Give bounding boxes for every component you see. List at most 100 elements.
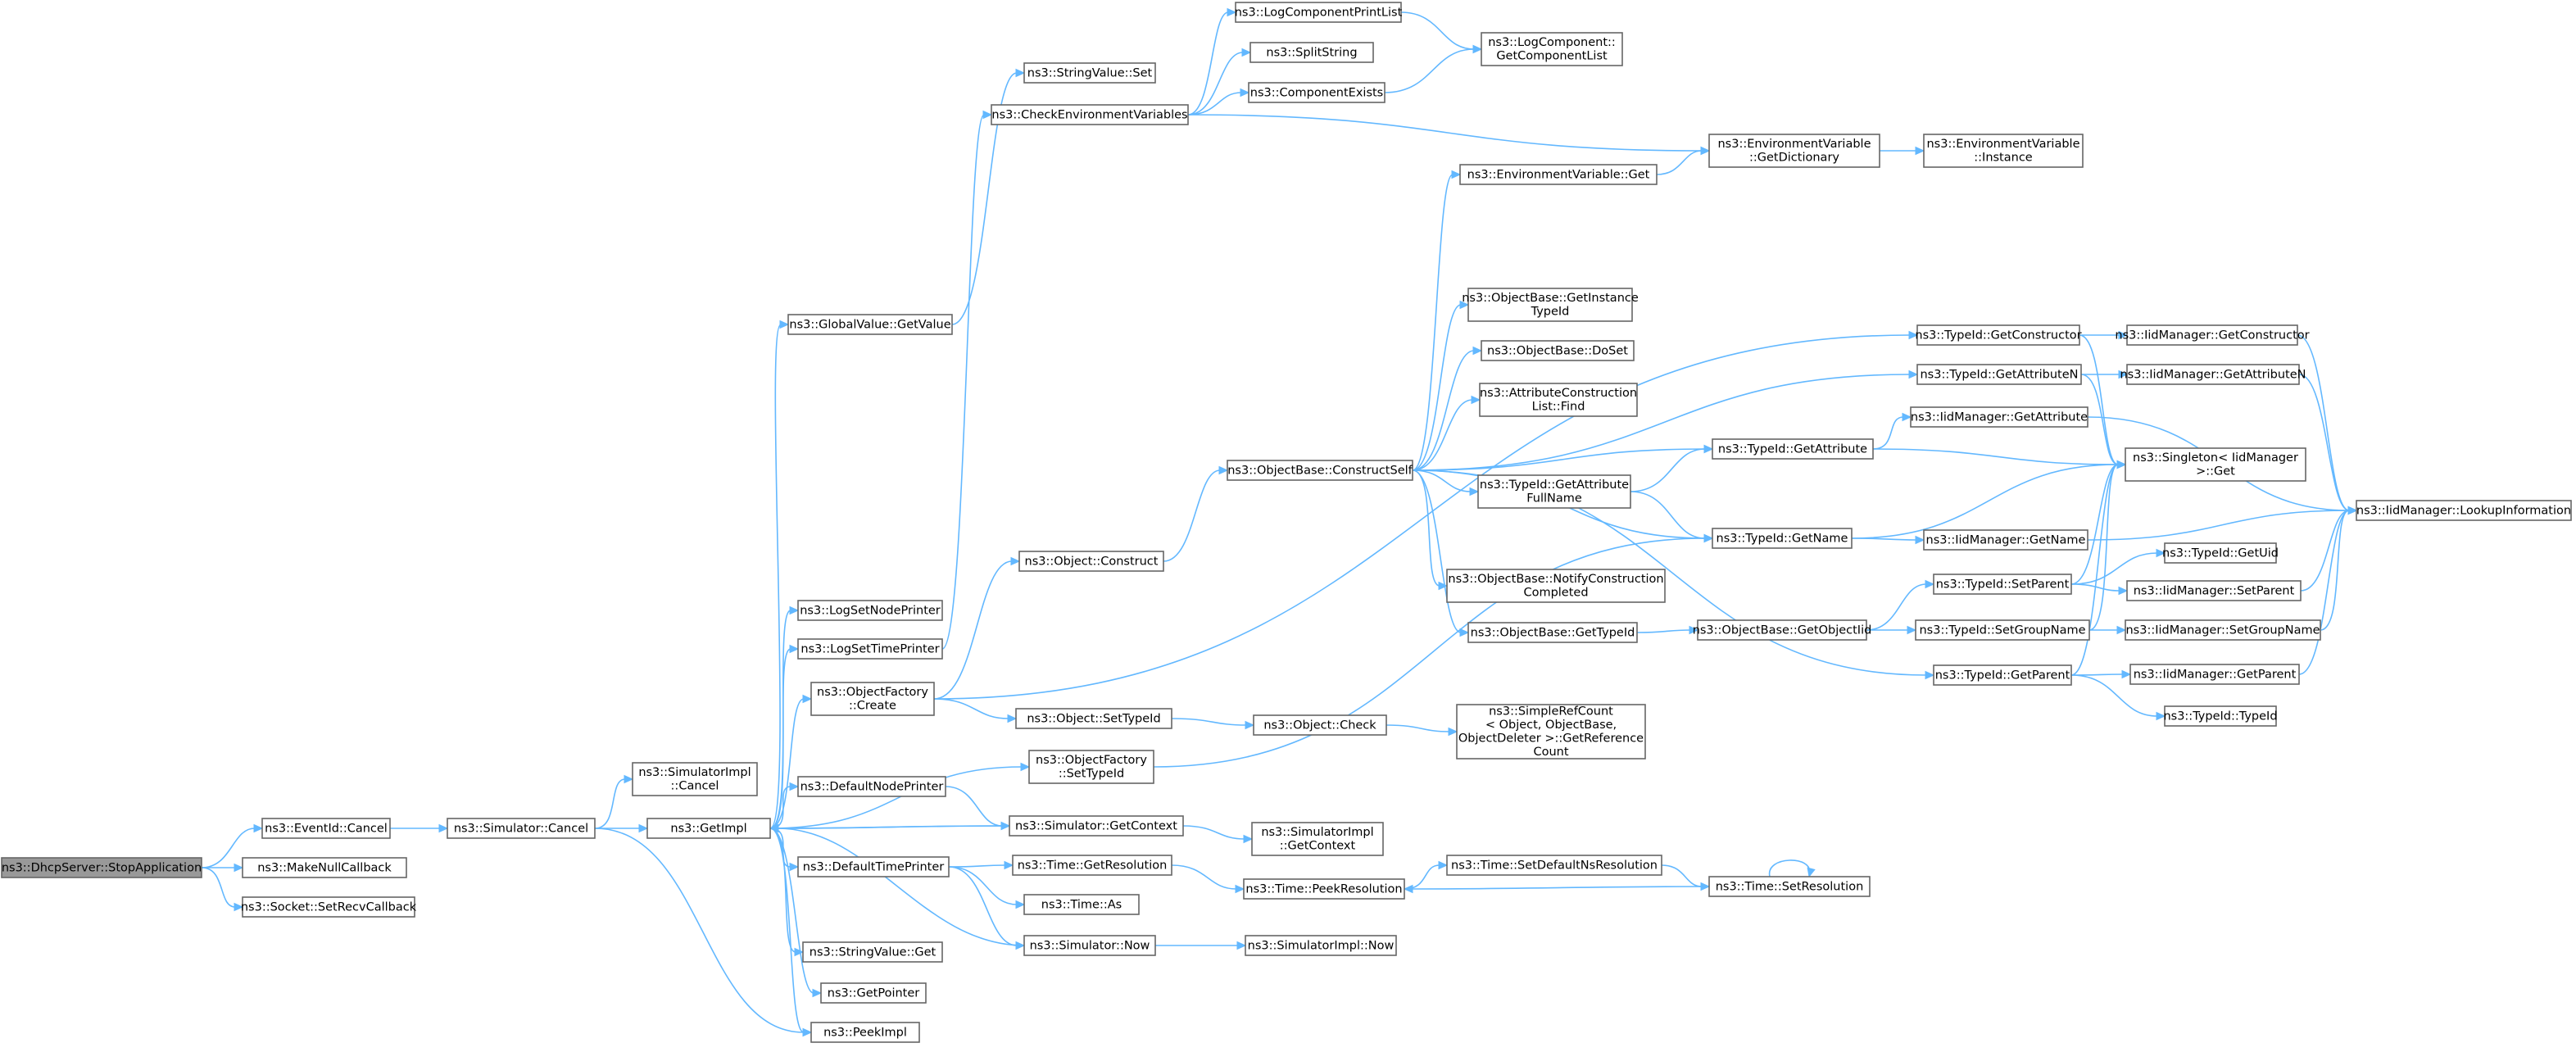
node-peekimpl[interactable]: ns3::PeekImpl — [810, 1022, 920, 1043]
node-time-setresolution[interactable]: ns3::Time::SetResolution — [1708, 876, 1871, 897]
node-stringvalue-get[interactable]: ns3::StringValue::Get — [802, 941, 943, 963]
edge-n0-to-n2-arrowhead — [234, 863, 244, 873]
node-typeid-getconstructor[interactable]: ns3::TypeId::GetConstructor — [1915, 324, 2082, 346]
node-objectbase-getobjectiid[interactable]: ns3::ObjectBase::GetObjectIid — [1693, 619, 1872, 641]
edge-n27-to-n33 — [1384, 44, 1483, 93]
node-defaulttimeprinter[interactable]: ns3::DefaultTimePrinter — [797, 856, 950, 877]
node-defaultnodeprinter[interactable]: ns3::DefaultNodePrinter — [797, 776, 946, 797]
edge-n53-to-n59 — [2070, 548, 2166, 585]
node-eventid-cancel-label-0: ns3::EventId::Cancel — [265, 822, 388, 835]
node-typeid-getattributen[interactable]: ns3::TypeId::GetAttributeN — [1916, 364, 2082, 385]
node-environmentvariable-getdictionary[interactable]: ns3::EnvironmentVariable::GetDictionary — [1708, 134, 1880, 168]
node-time-getresolution[interactable]: ns3::Time::GetResolution — [1012, 855, 1172, 876]
node-typeid-getname[interactable]: ns3::TypeId::GetName — [1712, 528, 1853, 549]
node-typeid-setgroupname[interactable]: ns3::TypeId::SetGroupName — [1915, 619, 2090, 641]
node-checkenvironmentvariables[interactable]: ns3::CheckEnvironmentVariables — [991, 104, 1189, 125]
edge-n38-to-n45 — [1630, 491, 1714, 543]
node-object-construct[interactable]: ns3::Object::Construct — [1018, 551, 1164, 572]
node-simulatorimpl-cancel-label-1: ::Cancel — [671, 780, 719, 793]
node-time-peekresolution[interactable]: ns3::Time::PeekResolution — [1243, 878, 1405, 900]
node-logcomponentprintlist-box — [1235, 2, 1402, 23]
node-objectbase-doset[interactable]: ns3::ObjectBase::DoSet — [1481, 340, 1635, 361]
edge-n6-to-n9 — [769, 605, 800, 829]
node-eventid-cancel-box — [261, 818, 391, 839]
edge-n17-to-n26-line — [1187, 52, 1244, 116]
node-getimpl[interactable]: ns3::GetImpl — [646, 818, 771, 839]
node-makenullcallback[interactable]: ns3::MakeNullCallback — [242, 857, 407, 878]
node-componentexists[interactable]: ns3::ComponentExists — [1248, 82, 1386, 103]
node-getpointer[interactable]: ns3::GetPointer — [820, 982, 927, 1004]
node-iidmanager-getconstructor[interactable]: ns3::IidManager::GetConstructor — [2115, 324, 2310, 346]
node-simulator-now[interactable]: ns3::Simulator::Now — [1023, 935, 1156, 956]
node-time-setdefaultnsresolution[interactable]: ns3::Time::SetDefaultNsResolution — [1446, 855, 1662, 876]
node-object-check[interactable]: ns3::Object::Check — [1253, 714, 1387, 736]
edge-n8-to-n16 — [951, 68, 1026, 325]
node-iidmanager-getparent-label-0: ns3::IidManager::GetParent — [2134, 668, 2297, 681]
node-simulatorimpl-now[interactable]: ns3::SimulatorImpl::Now — [1245, 935, 1397, 956]
node-simplerefcount-object-objectbase-objectdeleter-getreferencecount[interactable]: ns3::SimpleRefCount< Object, ObjectBase,… — [1456, 704, 1646, 760]
node-typeid-setparent[interactable]: ns3::TypeId::SetParent — [1933, 574, 2072, 595]
node-simulator-getcontext[interactable]: ns3::Simulator::GetContext — [1009, 815, 1184, 837]
node-logsettimeprinter[interactable]: ns3::LogSetTimePrinter — [797, 638, 943, 660]
node-iidmanager-setparent[interactable]: ns3::IidManager::SetParent — [2126, 580, 2302, 601]
node-iidmanager-lookupinformation[interactable]: ns3::IidManager::LookupInformation — [2356, 500, 2572, 521]
edge-n29-to-n41-line — [1386, 724, 1450, 732]
node-iidmanager-getconstructor-box — [2126, 324, 2298, 346]
node-environmentvariable-instance[interactable]: ns3::EnvironmentVariable::Instance — [1923, 134, 2084, 168]
node-typeid-getuid[interactable]: ns3::TypeId::GetUid — [2162, 542, 2279, 564]
node-objectbase-constructself[interactable]: ns3::ObjectBase::ConstructSelf — [1227, 460, 1413, 481]
node-socket-setrecvcallback[interactable]: ns3::Socket::SetRecvCallback — [241, 896, 417, 918]
node-iidmanager-getname[interactable]: ns3::IidManager::GetName — [1923, 529, 2088, 551]
node-dhcpserver-stopapplication[interactable]: ns3::DhcpServer::StopApplication — [1, 857, 202, 878]
node-singleton-iidmanager-get[interactable]: ns3::Singleton< IidManager >::Get — [2125, 447, 2306, 482]
node-objectbase-doset-box — [1481, 340, 1635, 361]
edge-n55-to-n58-line — [2070, 464, 2119, 676]
node-logsetnodeprinter-label-0: ns3::LogSetNodePrinter — [800, 604, 941, 617]
node-objectfactory-settypeid[interactable]: ns3::ObjectFactory::SetTypeId — [1028, 750, 1154, 784]
node-splitstring[interactable]: ns3::SplitString — [1249, 42, 1374, 63]
node-iidmanager-getattributen[interactable]: ns3::IidManager::GetAttributeN — [2120, 364, 2306, 385]
node-typeid-typeid[interactable]: ns3::TypeId::TypeId — [2163, 705, 2278, 727]
edge-n18-to-n28-arrowhead — [1218, 465, 1229, 475]
node-logcomponent-getcomponentlist[interactable]: ns3::LogComponent::GetComponentList — [1481, 32, 1623, 66]
node-globalvalue-getvalue[interactable]: ns3::GlobalValue::GetValue — [787, 314, 953, 335]
edge-n28-to-n40-line — [1412, 469, 1462, 633]
edge-n6-to-n12-arrowhead — [789, 782, 800, 791]
edge-n53-to-n59-line — [2070, 552, 2158, 585]
node-typeid-getparent-box — [1933, 664, 2072, 686]
node-typeid-getattribute[interactable]: ns3::TypeId::GetAttribute — [1712, 438, 1874, 460]
edge-n4-to-n7 — [594, 828, 813, 1037]
node-simulatorimpl-cancel[interactable]: ns3::SimulatorImpl::Cancel — [632, 762, 758, 796]
node-objectbase-notifyconstructioncompleted[interactable]: ns3::ObjectBase::NotifyConstructionCompl… — [1446, 569, 1666, 603]
node-time-peekresolution-box — [1243, 878, 1405, 900]
edge-n12-to-n21 — [945, 786, 1011, 831]
node-objectfactory-create[interactable]: ns3::ObjectFactory::Create — [810, 682, 935, 716]
node-simulator-cancel[interactable]: ns3::Simulator::Cancel — [447, 818, 596, 839]
edge-n62-to-n64-arrowhead — [2347, 506, 2358, 515]
edge-n22-to-n31 — [1171, 864, 1245, 894]
node-iidmanager-setgroupname[interactable]: ns3::IidManager::SetGroupName — [2125, 619, 2321, 641]
edge-n29-to-n41-arrowhead — [1448, 727, 1458, 737]
node-object-settypeid[interactable]: ns3::Object::SetTypeId — [1015, 708, 1172, 729]
edge-n1-to-n4-arrowhead — [438, 823, 449, 833]
node-iidmanager-getparent[interactable]: ns3::IidManager::GetParent — [2129, 664, 2300, 685]
node-logsetnodeprinter[interactable]: ns3::LogSetNodePrinter — [797, 600, 943, 621]
node-peekimpl-label-0: ns3::PeekImpl — [823, 1026, 907, 1039]
edge-n24-to-n6 — [769, 823, 1025, 946]
node-environmentvariable-get[interactable]: ns3::EnvironmentVariable::Get — [1459, 164, 1658, 185]
node-iidmanager-getattribute[interactable]: ns3::IidManager::GetAttribute — [1910, 406, 2088, 428]
node-stringvalue-get-label-0: ns3::StringValue::Get — [810, 945, 937, 959]
node-typeid-getattribute-label-0: ns3::TypeId::GetAttribute — [1718, 442, 1867, 456]
node-objectbase-gettypeid[interactable]: ns3::ObjectBase::GetTypeId — [1467, 622, 1638, 643]
node-logcomponentprintlist[interactable]: ns3::LogComponentPrintList — [1235, 2, 1403, 23]
node-typeid-getparent[interactable]: ns3::TypeId::GetParent — [1933, 664, 2072, 686]
node-eventid-cancel[interactable]: ns3::EventId::Cancel — [261, 818, 391, 839]
node-time-as[interactable]: ns3::Time::As — [1023, 894, 1140, 915]
node-stringvalue-set[interactable]: ns3::StringValue::Set — [1023, 62, 1156, 84]
node-simulatorimpl-getcontext[interactable]: ns3::SimulatorImpl::GetContext — [1251, 822, 1384, 856]
edge-n11-to-n18 — [933, 556, 1021, 700]
edge-n53-to-n59-arrowhead — [2156, 548, 2166, 558]
